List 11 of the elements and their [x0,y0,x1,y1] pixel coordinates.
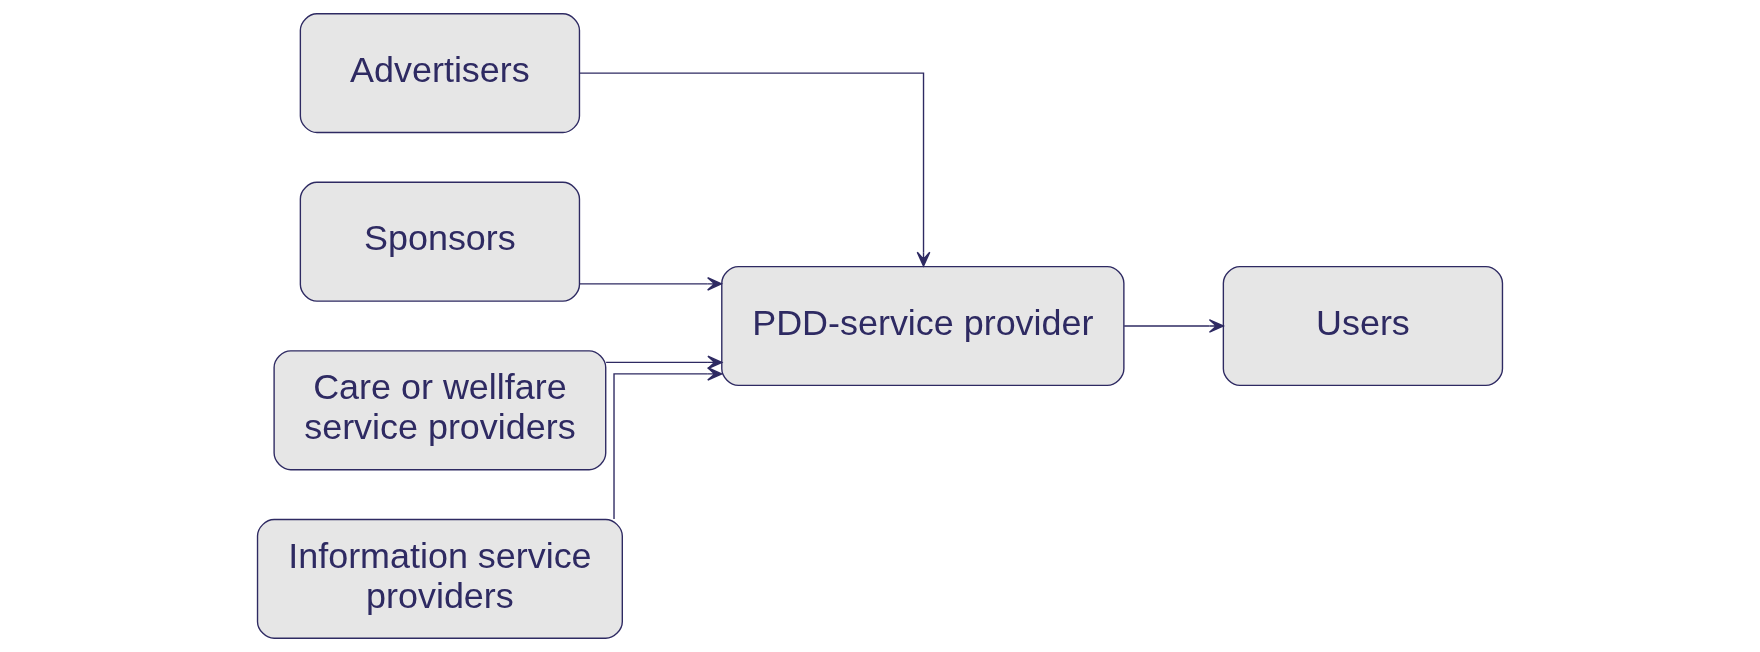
arrow [1123,319,1224,333]
arrow [613,367,723,520]
node-box: Users [1222,265,1504,387]
arrow [579,72,931,267]
node-box: PDD-service provider [721,265,1125,387]
arrow [605,355,723,370]
node-box: Information service providers [256,518,623,639]
node-box: Care or wellfare service providers [273,350,607,471]
arrow [578,276,723,291]
node-box: Sponsors [299,181,581,302]
node-box: Advertisers [299,13,581,134]
